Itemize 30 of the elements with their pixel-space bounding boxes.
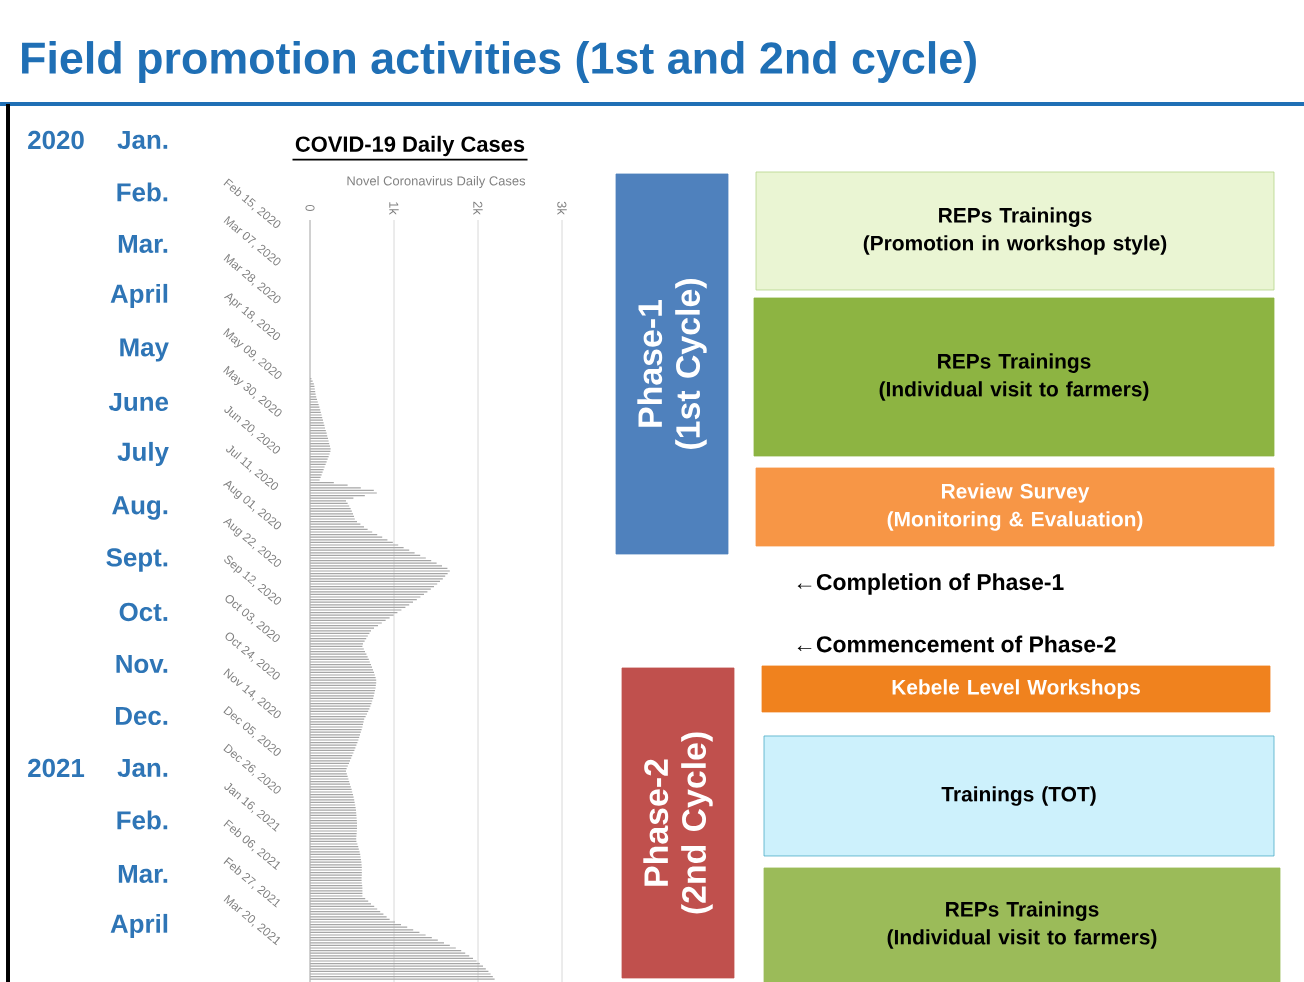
month-label: Nov. <box>116 654 168 673</box>
activity-box: REPs Trainings (Individual visit to farmers) <box>753 297 1275 457</box>
activity-box: REPs Trainings (Promotion in workshop style) <box>755 171 1275 291</box>
month-label: Mar. <box>118 864 168 883</box>
month-label: Feb. <box>117 182 168 202</box>
activity-box: Kebele Level Workshops <box>761 665 1271 713</box>
page-title: Field promotion activities (1st and 2nd cycle) <box>22 41 976 83</box>
month-label: June <box>108 392 169 411</box>
month-label: Aug. <box>112 496 168 520</box>
activity-box: Trainings (TOT) <box>763 735 1275 857</box>
month-label: Sept. <box>106 548 168 572</box>
month-label: May <box>120 338 169 362</box>
month-label: Feb. <box>117 810 168 830</box>
year-label: 2020 <box>28 130 84 150</box>
month-label: Mar. <box>118 234 168 253</box>
year-label: 2021 <box>28 758 85 778</box>
milestone-note: ←Completion of Phase-1 <box>797 573 1064 595</box>
activity-box: REPs Trainings (Individual visit to farmers) <box>763 867 1281 982</box>
chart-title: COVID-19 Daily Cases <box>291 135 529 161</box>
month-label: Jan. <box>117 758 168 777</box>
month-label: July <box>117 441 169 467</box>
month-label: Oct. <box>119 602 168 622</box>
month-label: Jan. <box>117 130 168 149</box>
month-label: April <box>110 913 168 939</box>
milestone-note: ←Commencement of Phase-2 <box>797 635 1116 653</box>
phase-band: Phase-2 (2nd Cycle) <box>621 667 735 979</box>
activity-box: Review Survey (Monitoring & Evaluation) <box>755 467 1275 547</box>
month-label: April <box>110 283 168 309</box>
month-label: Dec. <box>116 706 168 725</box>
phase-band: Phase-1 (1st Cycle) <box>615 173 729 555</box>
